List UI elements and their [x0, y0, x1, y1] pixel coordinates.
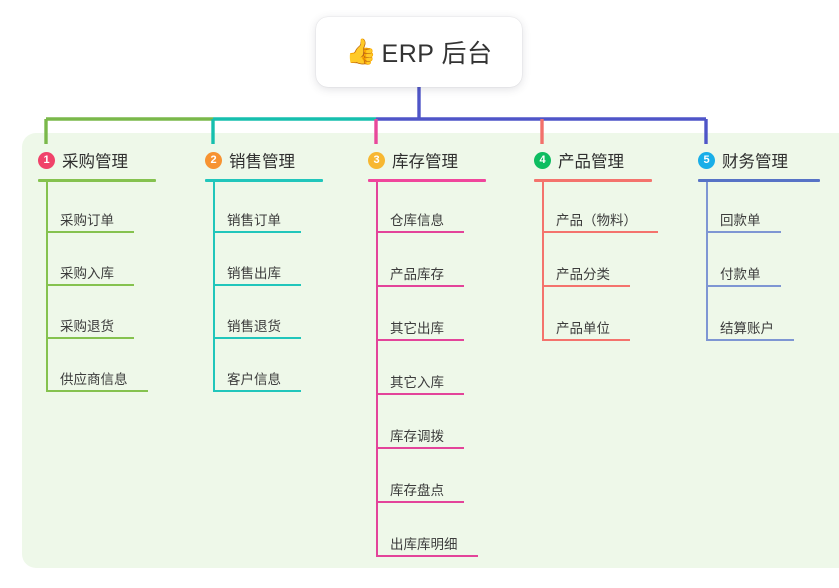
list-item-underline — [46, 390, 148, 392]
list-item-label: 回款单 — [720, 213, 761, 228]
column-4: 4 产品管理产品（物料） 产品分类产品单位 — [534, 148, 684, 341]
column-title-1: 采购管理 — [62, 153, 128, 171]
column-badge-1: 1 — [38, 151, 55, 169]
list-item-underline — [376, 447, 464, 449]
list-item[interactable]: 库存盘点 — [368, 452, 464, 503]
list-item-label: 采购退货 — [60, 319, 114, 334]
list-item[interactable]: 仓库信息 — [368, 182, 464, 233]
list-item-underline — [213, 231, 301, 233]
column-2: 2 销售管理销售订单销售出库销售退货客户信息 — [205, 148, 355, 392]
list-item[interactable]: 销售出库 — [205, 235, 301, 286]
column-badge-4: 4 — [534, 151, 551, 169]
list-item[interactable]: 采购订单 — [38, 182, 134, 233]
column-spine-4 — [542, 182, 544, 341]
column-underline-1 — [38, 179, 156, 182]
list-item-underline — [213, 390, 301, 392]
list-item-label: 其它出库 — [390, 321, 444, 336]
list-item[interactable]: 销售退货 — [205, 288, 301, 339]
list-item[interactable]: 其它入库 — [368, 344, 464, 395]
root-title: ERP 后台 — [381, 40, 493, 68]
column-badge-3: 3 — [368, 151, 385, 169]
list-item-label: 结算账户 — [720, 321, 774, 336]
column-underline-3 — [368, 179, 486, 182]
list-item-label: 产品（物料） — [556, 213, 637, 228]
list-item-underline — [542, 339, 630, 341]
column-title-5: 财务管理 — [722, 153, 788, 171]
list-item-label: 库存调拨 — [390, 429, 444, 444]
list-item-label: 产品单位 — [556, 321, 610, 336]
column-spine-5 — [706, 182, 708, 341]
list-item-label: 库存盘点 — [390, 483, 444, 498]
root-node[interactable]: 👍 ERP 后台 — [316, 17, 522, 87]
list-item-label: 产品库存 — [390, 267, 444, 282]
list-item-label: 销售退货 — [227, 319, 281, 334]
list-item-underline — [376, 393, 464, 395]
list-item[interactable]: 结算账户 — [698, 290, 794, 341]
list-item-underline — [706, 231, 781, 233]
column-title-4: 产品管理 — [558, 153, 624, 171]
list-item-underline — [542, 231, 658, 233]
list-item-label: 销售订单 — [227, 213, 281, 228]
list-item[interactable]: 产品分类 — [534, 236, 630, 287]
column-badge-5: 5 — [698, 151, 715, 169]
list-item-underline — [542, 285, 630, 287]
list-item[interactable]: 采购入库 — [38, 235, 134, 286]
column-5: 5 财务管理回款单付款单结算账户 — [698, 148, 839, 341]
list-item[interactable]: 产品单位 — [534, 290, 630, 341]
list-item-underline — [376, 285, 464, 287]
column-spine-3 — [376, 182, 378, 557]
list-item-label: 供应商信息 — [60, 372, 128, 387]
column-title-3: 库存管理 — [392, 153, 458, 171]
column-spine-2 — [213, 182, 215, 392]
list-item[interactable]: 产品（物料） — [534, 182, 658, 233]
list-item-label: 其它入库 — [390, 375, 444, 390]
list-item[interactable]: 库存调拨 — [368, 398, 464, 449]
column-1: 1 采购管理采购订单采购入库采购退货供应商信息 — [38, 148, 188, 392]
list-item-underline — [706, 285, 781, 287]
list-item-underline — [213, 337, 301, 339]
list-item[interactable]: 供应商信息 — [38, 341, 148, 392]
list-item-underline — [376, 501, 464, 503]
list-item[interactable]: 销售订单 — [205, 182, 301, 233]
list-item[interactable]: 客户信息 — [205, 341, 301, 392]
content-panel — [22, 133, 839, 568]
thumbs-up-icon: 👍 — [345, 38, 377, 66]
list-item-label: 产品分类 — [556, 267, 610, 282]
list-item-label: 客户信息 — [227, 372, 281, 387]
column-spine-1 — [46, 182, 48, 392]
column-underline-2 — [205, 179, 323, 182]
list-item[interactable]: 其它出库 — [368, 290, 464, 341]
list-item-underline — [46, 231, 134, 233]
list-item-underline — [376, 339, 464, 341]
column-header-3[interactable]: 3 库存管理 — [368, 148, 518, 172]
list-item-label: 出库库明细 — [390, 537, 458, 552]
column-badge-2: 2 — [205, 151, 222, 169]
list-item-underline — [376, 555, 478, 557]
list-item-underline — [46, 284, 134, 286]
column-header-2[interactable]: 2 销售管理 — [205, 148, 355, 172]
column-underline-4 — [534, 179, 652, 182]
column-header-4[interactable]: 4 产品管理 — [534, 148, 684, 172]
list-item-label: 仓库信息 — [390, 213, 444, 228]
column-title-2: 销售管理 — [229, 153, 295, 171]
list-item[interactable]: 产品库存 — [368, 236, 464, 287]
column-3: 3 库存管理仓库信息产品库存其它出库其它入库库存调拨库存盘点出库库明细 — [368, 148, 518, 557]
list-item[interactable]: 采购退货 — [38, 288, 134, 339]
list-item-underline — [376, 231, 464, 233]
list-item-label: 采购入库 — [60, 266, 114, 281]
list-item-underline — [46, 337, 134, 339]
column-underline-5 — [698, 179, 820, 182]
list-item[interactable]: 出库库明细 — [368, 506, 478, 557]
list-item-label: 采购订单 — [60, 213, 114, 228]
column-header-1[interactable]: 1 采购管理 — [38, 148, 188, 172]
list-item-underline — [213, 284, 301, 286]
list-item[interactable]: 回款单 — [698, 182, 781, 233]
list-item-underline — [706, 339, 794, 341]
list-item-label: 销售出库 — [227, 266, 281, 281]
list-item-label: 付款单 — [720, 267, 761, 282]
column-header-5[interactable]: 5 财务管理 — [698, 148, 839, 172]
list-item[interactable]: 付款单 — [698, 236, 781, 287]
